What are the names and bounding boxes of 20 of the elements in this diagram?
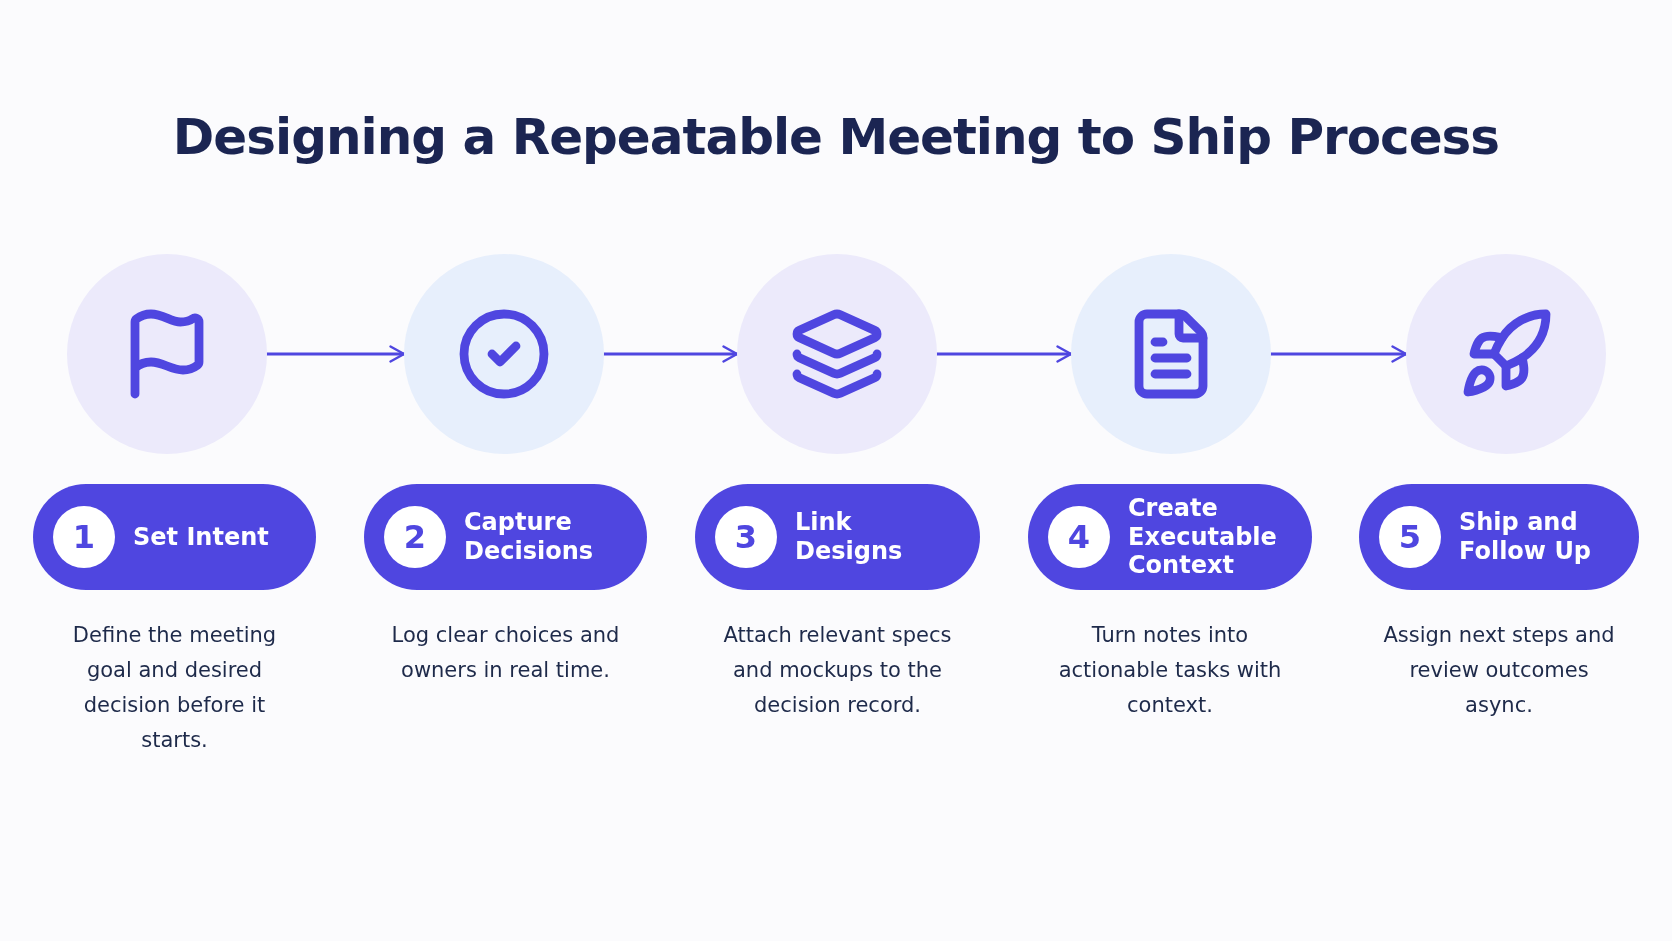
arrow xyxy=(602,345,739,363)
title: Designing a Repeatable Meeting to Ship Process xyxy=(172,108,1500,166)
step-title: Create Executable Context xyxy=(1128,493,1278,581)
step-title: Capture Decisions xyxy=(464,508,595,566)
step-number: 4 xyxy=(1048,506,1110,568)
arrow xyxy=(935,345,1073,363)
step-description: Attach relevant specs and mockups to the decision record. xyxy=(722,622,953,719)
step-number: 3 xyxy=(715,506,777,568)
step-number: 5 xyxy=(1379,506,1441,568)
step-description: Define the meeting goal and desired decision before it starts. xyxy=(71,622,278,754)
step-number: 1 xyxy=(53,506,115,568)
step-description: Log clear choices and owners in real time. xyxy=(390,622,621,684)
step-description: Assign next steps and review outcomes async. xyxy=(1382,622,1616,719)
step-description: Turn notes into actionable tasks with context. xyxy=(1057,622,1283,719)
arrow xyxy=(1269,345,1408,363)
arrow xyxy=(265,345,406,363)
step-title: Set Intent xyxy=(133,522,269,552)
step-title: Link Designs xyxy=(795,508,904,566)
step-number: 2 xyxy=(384,506,446,568)
step-title: Ship and Follow Up xyxy=(1459,508,1593,566)
